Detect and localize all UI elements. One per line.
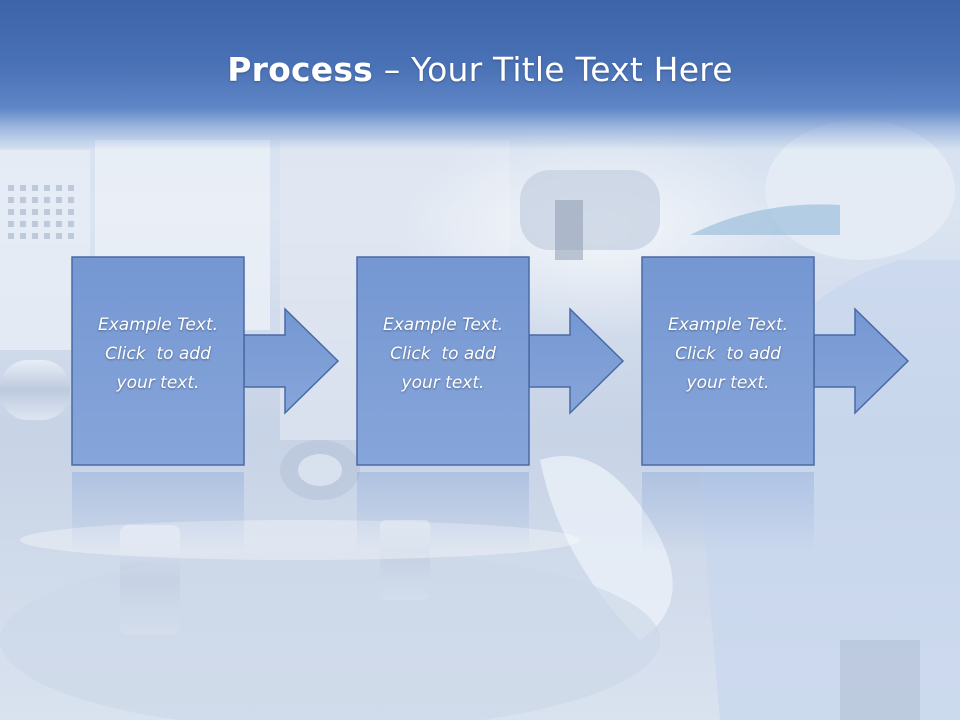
- step-1-text[interactable]: Example Text. Click to add your text.: [72, 311, 244, 398]
- step-3-text[interactable]: Example Text. Click to add your text.: [642, 311, 814, 398]
- process-step-1[interactable]: [71, 256, 340, 552]
- step-1-line-1: Example Text.: [97, 315, 219, 335]
- title-rest: – Your Title Text Here: [373, 50, 733, 89]
- step-3-line-3: your text.: [686, 373, 770, 393]
- slide-title[interactable]: Process – Your Title Text Here: [0, 50, 960, 89]
- step-1-line-3: your text.: [116, 373, 200, 393]
- arrow-right-icon: [813, 307, 910, 415]
- step-2-text[interactable]: Example Text. Click to add your text.: [357, 311, 529, 398]
- step-1-line-2: Click to add: [105, 344, 211, 364]
- step-2-line-3: your text.: [401, 373, 485, 393]
- step-3-line-2: Click to add: [675, 344, 781, 364]
- title-bold: Process: [227, 50, 374, 89]
- arrow-right-icon: [243, 307, 340, 415]
- title-band: [0, 0, 960, 150]
- process-step-3[interactable]: [641, 256, 910, 552]
- process-step-2[interactable]: [356, 256, 625, 552]
- step-2-line-1: Example Text.: [382, 315, 504, 335]
- arrow-right-icon: [528, 307, 625, 415]
- step-2-line-2: Click to add: [390, 344, 496, 364]
- step-3-line-1: Example Text.: [667, 315, 789, 335]
